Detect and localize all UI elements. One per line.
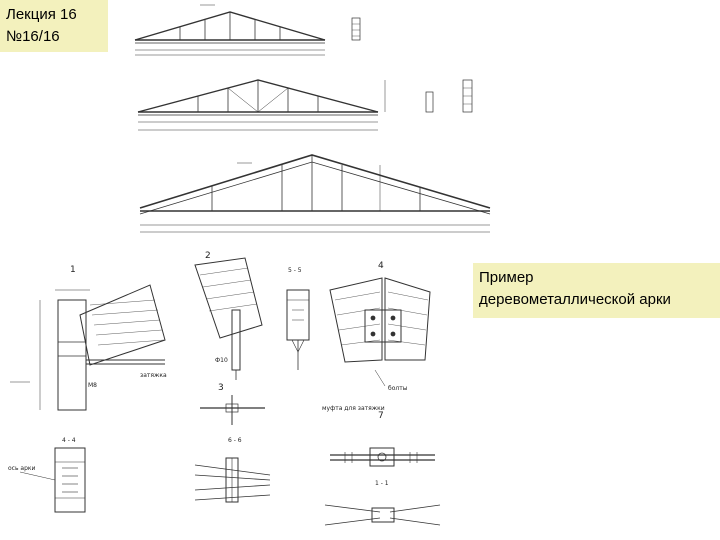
arch-axis-label: ось арки [8,465,36,472]
coupling-label: муфта для затяжки [322,405,385,412]
lecture-title: Лекция 16 [6,6,77,23]
section-5-5: 5 - 5 [286,267,310,370]
truss-large [139,154,491,233]
truss-small [134,4,361,56]
node-3-detail [200,395,265,425]
node-1-label: 1 [70,265,76,275]
caption-line-1: Пример [479,269,534,286]
bolts-label: болты [388,385,408,392]
section-1-1-label: 1 - 1 [375,480,389,487]
truss-medium [137,79,473,131]
node-7-label: 7 [378,411,384,421]
section-6-6-label: 6 - 6 [228,437,242,444]
section-4-4: 4 - 4 ось арки [8,437,86,513]
section-5-5-label: 5 - 5 [288,267,302,274]
lecture-label-box: Лекция 16 №16/16 [0,0,108,52]
tie-label: затяжка [140,372,167,379]
bolt-label: М8 [88,382,97,389]
node-3-label: 3 [218,383,224,393]
node-4-detail: 4 болты [329,261,431,392]
caption-line-2: деревометаллической арки [479,291,671,308]
coupling-detail: муфта для затяжки 7 1 - 1 [322,405,441,526]
node-1-detail: 1 затяжка М8 [10,265,167,411]
section-6-6: 6 - 6 [194,437,271,503]
caption-box: Пример деревометаллической арки [473,263,720,318]
node-4-label: 4 [378,261,384,271]
node-2-label: 2 [205,251,211,261]
rod-label: Ф10 [215,357,228,364]
node-2-detail: 2 Ф10 3 [194,251,263,393]
section-4-4-label: 4 - 4 [62,437,76,444]
lecture-number: №16/16 [6,28,60,45]
